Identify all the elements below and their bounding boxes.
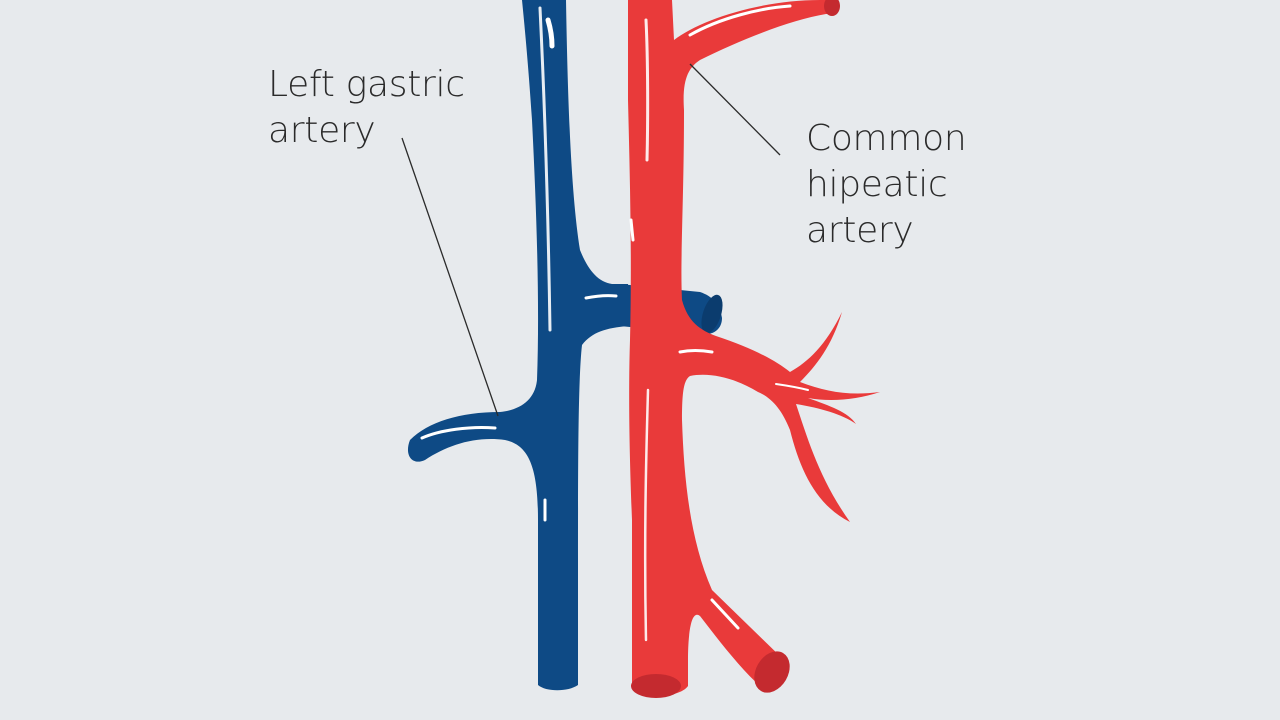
- label-left-gastric-artery: Left gastric artery: [268, 62, 465, 154]
- red-vessel-highlight: [629, 218, 635, 242]
- blue-vessel-highlight: [584, 294, 618, 300]
- red-vessel-end-bottom-right: [754, 651, 790, 693]
- blue-vessel-highlight: [538, 6, 552, 332]
- red-vessel-highlight: [775, 383, 809, 391]
- red-vessel-end-bottom-left: [631, 674, 681, 698]
- leader-line-left-gastric: [401, 137, 499, 417]
- red-vessel: [628, 0, 880, 698]
- red-vessel-end-top-right: [824, 0, 840, 16]
- red-vessel-highlight: [710, 598, 740, 630]
- blue-vessel-highlight: [545, 17, 555, 49]
- label-common-hepatic-artery: Common hipeatic artery: [806, 116, 967, 254]
- leader-line-common-hepatic: [689, 63, 781, 156]
- red-vessel-highlight: [644, 18, 650, 162]
- red-vessel-trunk: [628, 0, 880, 697]
- red-vessel-highlight: [678, 349, 714, 354]
- red-vessel-highlight: [643, 388, 650, 642]
- label-right-line2: hipeatic: [806, 164, 948, 205]
- red-vessel-highlight: [688, 4, 792, 37]
- blue-vessel-stub-end: [701, 294, 723, 334]
- blue-vessel-trunk: [407, 0, 628, 691]
- blue-vessel-highlight: [420, 426, 497, 440]
- label-right-line3: artery: [806, 210, 914, 251]
- label-right-line1: Common: [806, 118, 967, 159]
- label-left-line2: artery: [268, 110, 376, 151]
- label-left-line1: Left gastric: [268, 64, 465, 105]
